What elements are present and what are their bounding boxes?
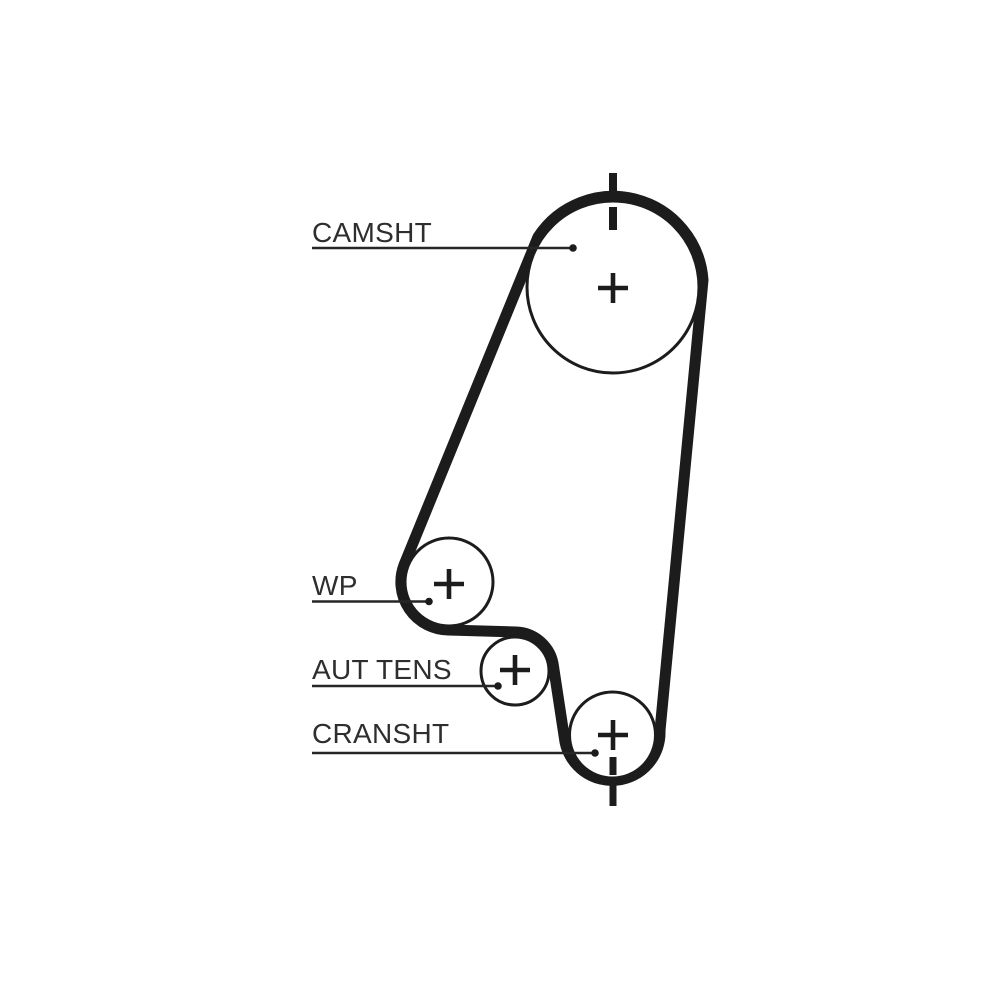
tensioner-leader-dot — [494, 682, 502, 690]
water-pump-leader — [312, 597, 433, 606]
crankshaft-cross-icon — [598, 720, 628, 750]
timing-belt — [395, 190, 709, 786]
camshaft-leader — [312, 244, 577, 252]
tensioner-cross-icon — [500, 655, 530, 685]
water-pump-leader-dot — [425, 597, 433, 606]
water-pump-cross-icon — [434, 569, 464, 599]
crankshaft-label: CRANSHT — [312, 718, 449, 749]
tensioner-label: AUT TENS — [312, 654, 452, 685]
camshaft-cross-icon — [598, 273, 628, 303]
water-pump-label: WP — [312, 570, 358, 601]
tensioner-leader — [312, 682, 502, 690]
crankshaft-leader — [312, 749, 599, 757]
camshaft-leader-dot — [569, 244, 577, 252]
crankshaft-leader-dot — [591, 749, 599, 757]
camshaft-label: CAMSHT — [312, 217, 432, 248]
